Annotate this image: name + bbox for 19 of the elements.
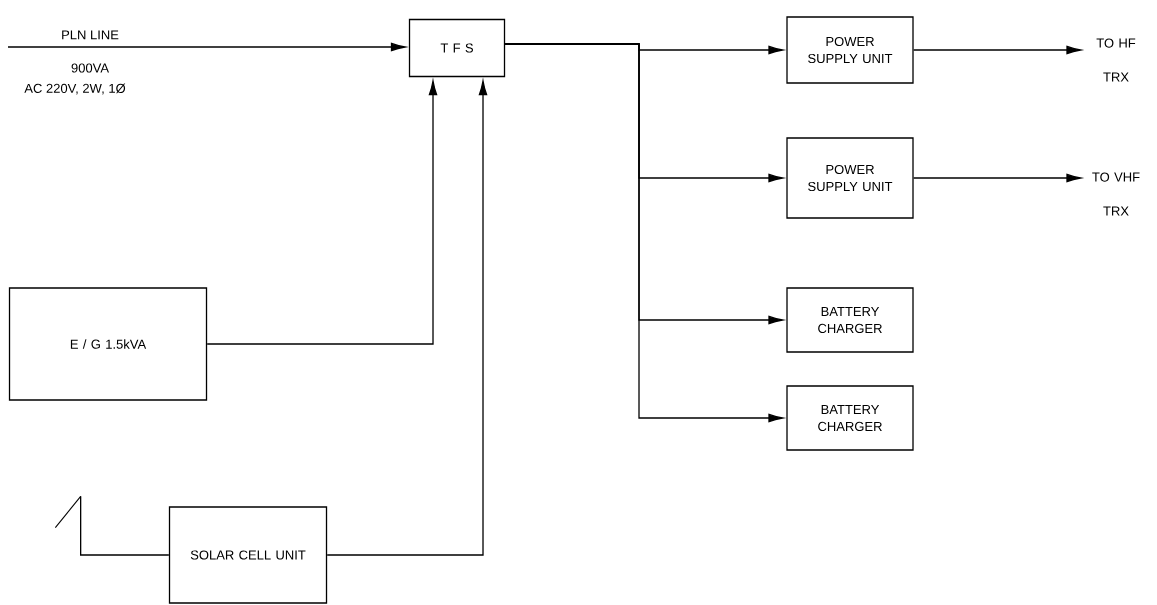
destination-label: TO VHF TRX — [1092, 172, 1140, 216]
block-box: BATTERY CHARGER — [786, 287, 914, 353]
solar-panel-symbol — [54, 495, 82, 529]
block-box: E / G 1.5kVA — [8, 287, 208, 401]
arrow — [206, 80, 438, 345]
arrow — [913, 45, 1082, 55]
destination-label: TO HF TRX — [1096, 38, 1136, 82]
edge-label: PLN LINE — [62, 30, 119, 40]
arrow — [913, 173, 1082, 183]
arrow — [504, 43, 784, 423]
arrow — [326, 80, 488, 556]
block-box: T F S — [408, 18, 506, 78]
block-box: SOLAR CELL UNIT — [168, 506, 328, 604]
rating-label: AC 220V, 2W, 1Ø — [24, 83, 126, 95]
rating-label: 900VA — [71, 63, 109, 73]
arrow — [7, 42, 406, 52]
block-box: BATTERY CHARGER — [786, 385, 914, 451]
block-box: POWER SUPPLY UNIT — [786, 16, 914, 84]
block-box: POWER SUPPLY UNIT — [786, 137, 914, 219]
